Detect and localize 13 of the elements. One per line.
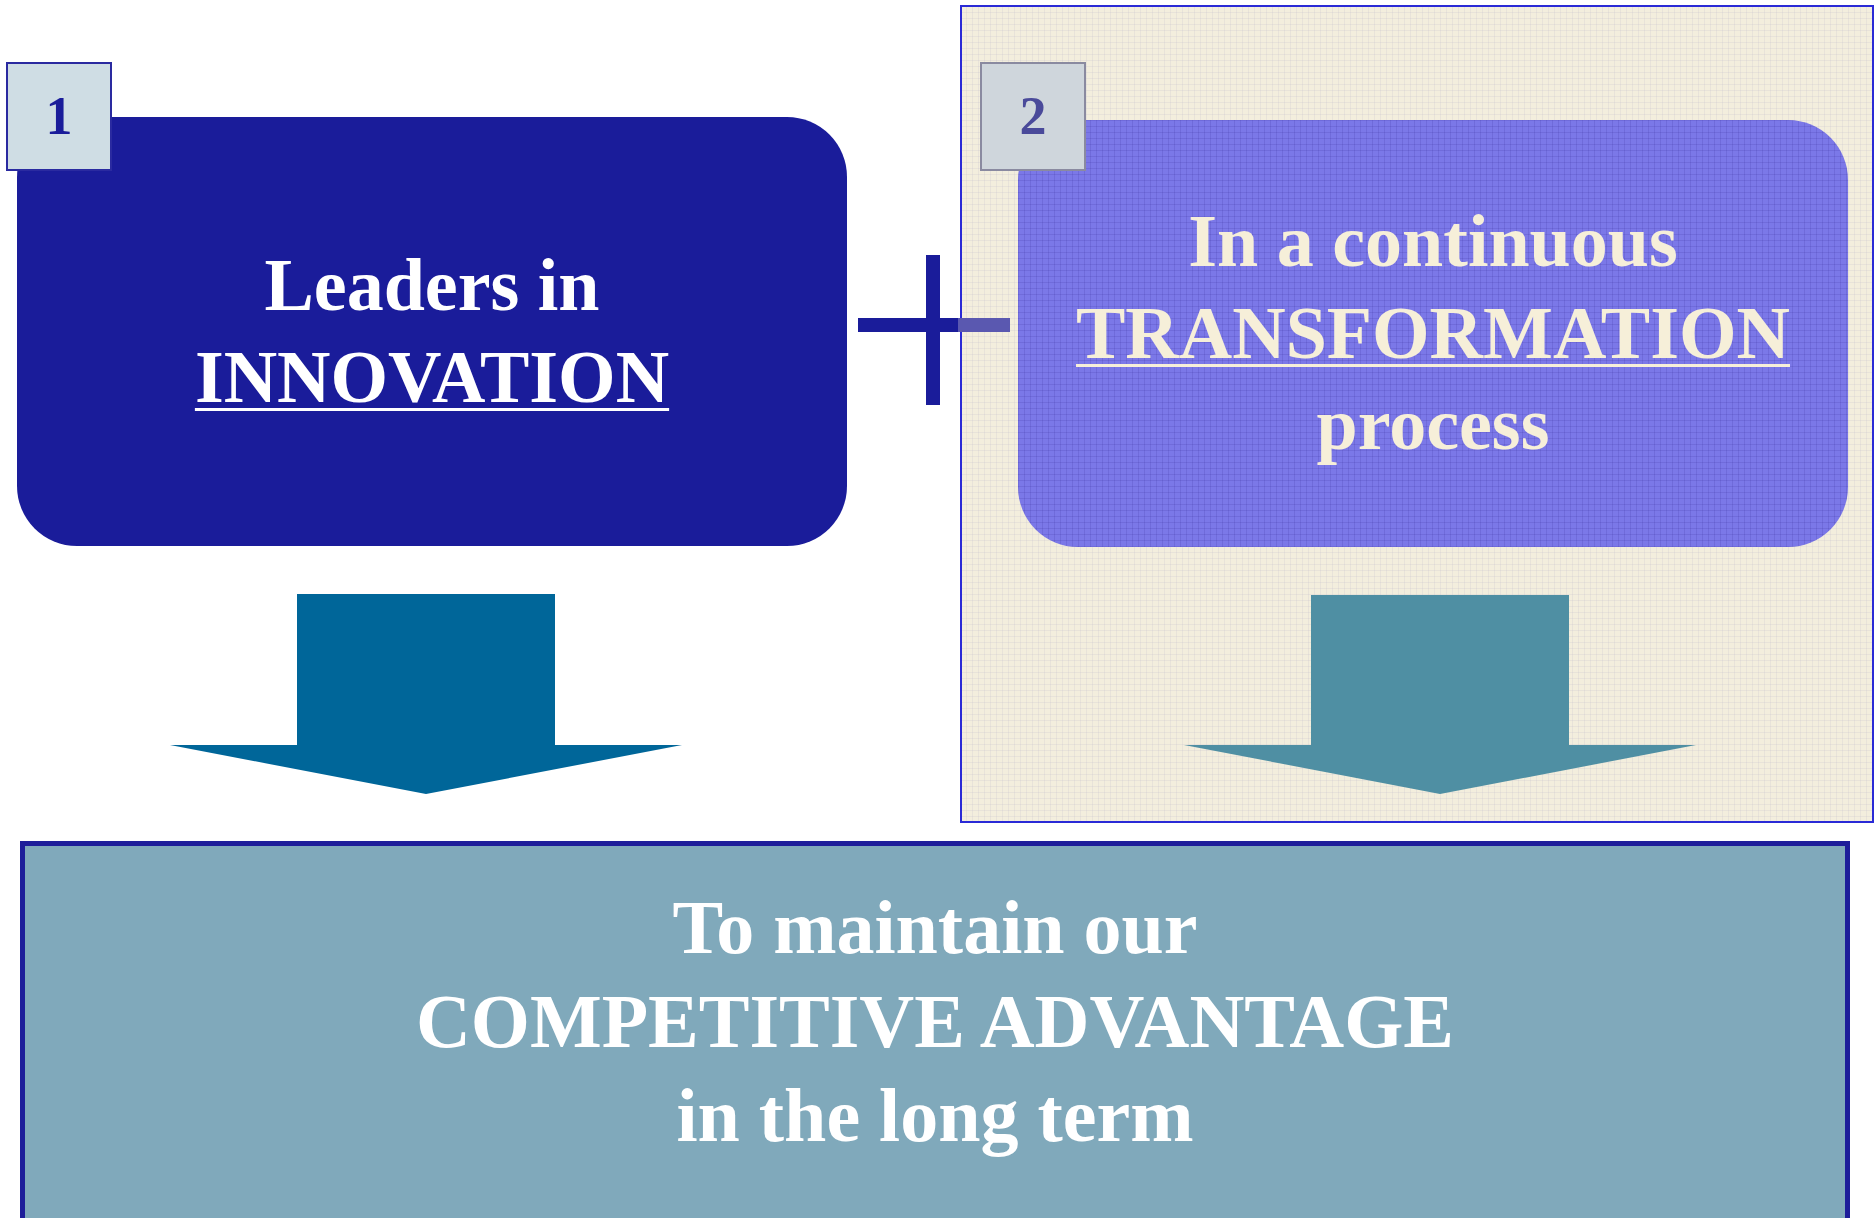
block-arrow [170, 594, 682, 794]
label-text: To maintain our COMPETITIVE ADVANTAGE in the long term [414, 884, 1456, 1160]
label-text: process [1316, 382, 1550, 468]
label-text: 2 [1019, 85, 1047, 148]
label-text: 1 [45, 85, 73, 148]
label-text: Leaders in [264, 242, 600, 328]
label-text: In a continuous [1188, 198, 1678, 284]
result-box [20, 841, 1850, 1218]
number-badge [980, 62, 1086, 171]
underlined-text: INNOVATION [194, 334, 670, 420]
underlined-text: TRANSFORMATION [1076, 290, 1790, 376]
block-arrow [1184, 595, 1696, 794]
number-badge [6, 62, 112, 171]
